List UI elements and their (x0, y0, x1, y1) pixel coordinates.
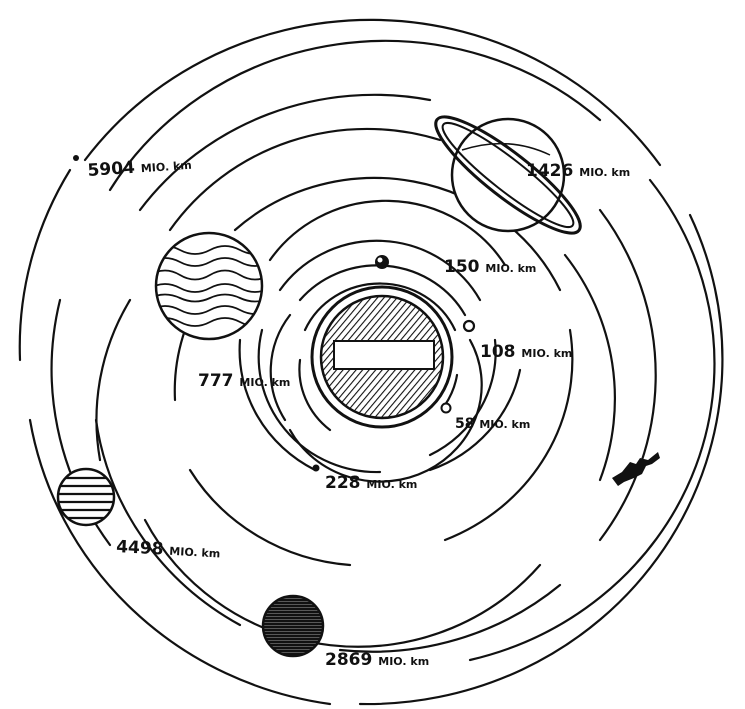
planet-uranus (263, 596, 323, 656)
label-neptune: 4498 MIO. km (116, 537, 221, 562)
label-jupiter: 777 MIO. km (198, 371, 290, 391)
planet-mars (313, 465, 320, 472)
planet-mercury (442, 404, 451, 413)
label-uranus: 2869 MIO. km (325, 650, 429, 670)
label-saturn: 1426 MIO. km (526, 161, 630, 181)
sun (312, 287, 452, 427)
planet-neptune (55, 469, 118, 525)
label-earth: 150 MIO. km (444, 257, 536, 277)
planet-venus (464, 321, 474, 331)
label-mercury: 58 MIO. km (455, 416, 530, 432)
comet-icon (612, 452, 660, 486)
label-pluto: 5904 MIO. km (87, 154, 192, 181)
planet-earth (375, 255, 389, 269)
planet-jupiter (150, 233, 270, 339)
label-mars: 228 MIO. km (325, 473, 417, 493)
label-venus: 108 MIO. km (480, 342, 572, 362)
planet-pluto (73, 155, 79, 161)
sun-label-box (334, 341, 434, 369)
